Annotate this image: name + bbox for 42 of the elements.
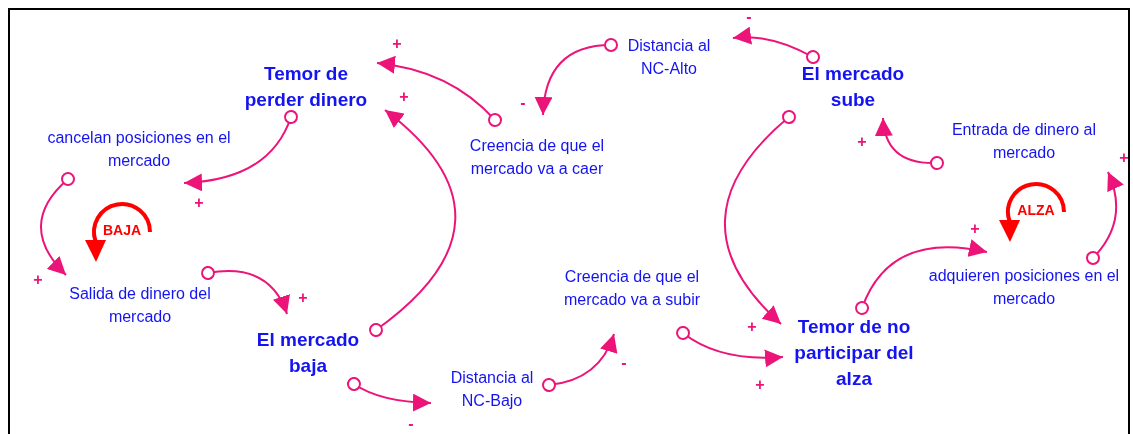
polarity-sign: - (520, 95, 526, 111)
polarity-sign: - (408, 416, 414, 432)
polarity-sign: + (755, 377, 765, 393)
causal-link-arrow (201, 266, 289, 315)
loop-label: BAJA (102, 222, 142, 238)
variable-name: El mercado baja (255, 328, 361, 378)
polarity-sign: + (392, 36, 402, 52)
loop-label: ALZA (1017, 202, 1055, 218)
variable-name: El mercado sube (800, 62, 906, 112)
variable-label: Distancia al NC-Bajo (449, 368, 535, 411)
variable-label: cancelan posiciones en el mercado (46, 128, 232, 171)
variable-label: adquieren posiciones en el mercado (927, 266, 1121, 309)
causal-link-arrow (347, 377, 432, 412)
polarity-sign: + (194, 195, 204, 211)
causal-link-arrow (40, 172, 75, 276)
causal-link-arrow (732, 27, 820, 64)
variable-name: Temor de no participar del alza (793, 315, 915, 391)
causal-link-arrow (724, 110, 796, 325)
polarity-sign: + (399, 89, 409, 105)
variable-label: Creencia de que el mercado va a caer (468, 136, 606, 179)
polarity-sign: - (621, 355, 627, 371)
polarity-sign: + (1119, 150, 1129, 166)
causal-link-arrow (376, 56, 502, 127)
causal-link-arrow (855, 239, 988, 315)
causal-link-arrow (1086, 171, 1124, 265)
variable-label: Creencia de que el mercado va a subir (562, 267, 702, 310)
polarity-sign: + (970, 221, 980, 237)
polarity-sign: - (746, 9, 752, 25)
variable-label: Salida de dinero del mercado (68, 284, 212, 327)
causal-link-arrow (183, 110, 298, 191)
causal-link-arrow (535, 38, 618, 116)
polarity-sign: + (857, 134, 867, 150)
causal-link-arrow (676, 326, 784, 367)
polarity-sign: + (298, 290, 308, 306)
variable-name: Temor de perder dinero (243, 62, 369, 112)
variable-label: Entrada de dinero al mercado (950, 120, 1098, 163)
polarity-sign: + (747, 319, 757, 335)
causal-link-arrow (875, 117, 944, 170)
variable-label: Distancia al NC-Alto (626, 36, 712, 79)
causal-link-arrow (369, 109, 457, 337)
polarity-sign: + (33, 272, 43, 288)
causal-link-arrow (542, 333, 617, 392)
